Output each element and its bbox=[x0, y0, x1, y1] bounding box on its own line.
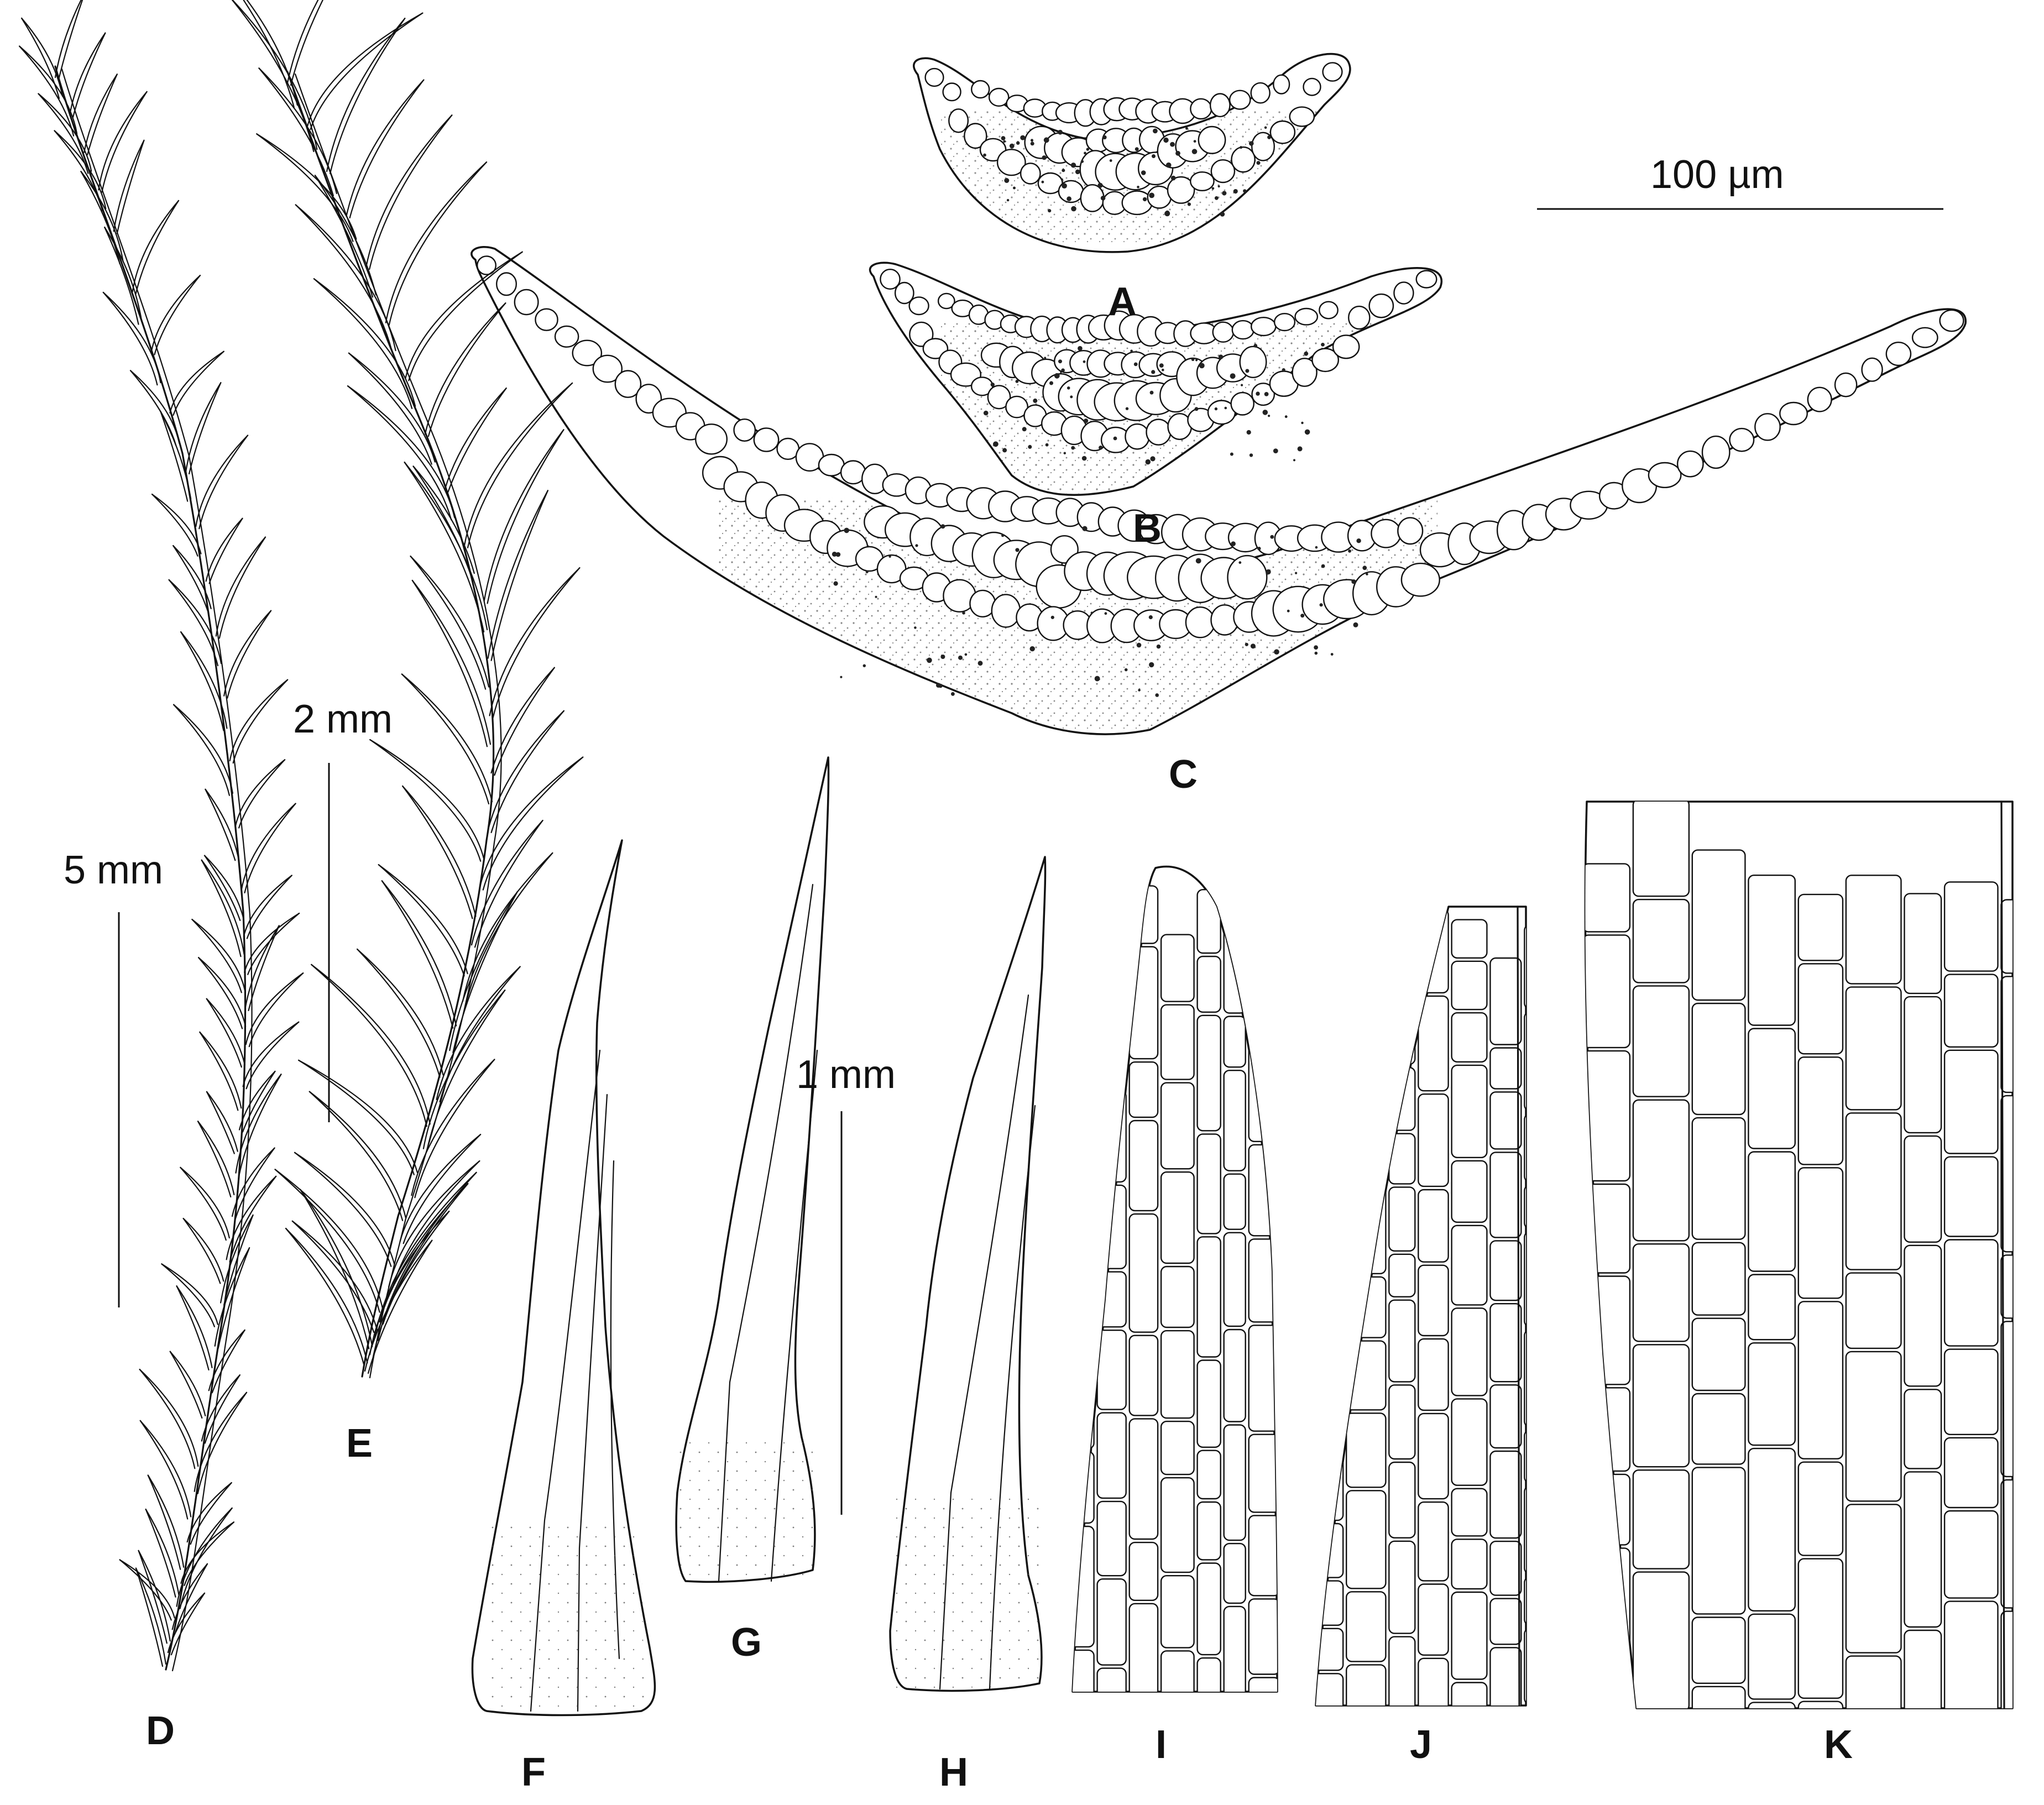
leaf-g bbox=[675, 756, 830, 1583]
section-a bbox=[913, 53, 1351, 253]
panel-label-a: A bbox=[1108, 280, 1137, 324]
section-b bbox=[869, 261, 1442, 496]
scale-bar-1mm: 1 mm bbox=[796, 1053, 896, 1515]
panel-label-h: H bbox=[939, 1750, 968, 1794]
panel-label-g: G bbox=[731, 1620, 762, 1665]
panel-label-d: D bbox=[146, 1709, 175, 1753]
cells-k bbox=[1584, 801, 2014, 1709]
scale-bar-5mm: 5 mm bbox=[64, 848, 163, 1307]
leaf-h bbox=[889, 856, 1047, 1692]
shoot-d bbox=[19, 0, 304, 1672]
panel-label-f: F bbox=[521, 1750, 546, 1794]
scale-label-100um: 100 µm bbox=[1650, 153, 1784, 197]
scale-label-2mm: 2 mm bbox=[293, 697, 393, 741]
panel-label-k: K bbox=[1824, 1723, 1853, 1767]
scale-label-1mm: 1 mm bbox=[796, 1053, 896, 1097]
shoot-e bbox=[231, 0, 584, 1379]
panel-label-b: B bbox=[1133, 506, 1162, 551]
scale-bar-100um: 100 µm bbox=[1537, 153, 1943, 210]
scale-label-5mm: 5 mm bbox=[64, 848, 163, 892]
cells-i bbox=[1071, 865, 1278, 1693]
leaf-f bbox=[471, 839, 656, 1717]
panel-label-i: I bbox=[1156, 1723, 1167, 1767]
panel-label-c: C bbox=[1169, 752, 1198, 797]
panel-label-j: J bbox=[1410, 1723, 1432, 1767]
cells-j bbox=[1315, 906, 1527, 1707]
panel-label-e: E bbox=[346, 1421, 373, 1466]
scale-bar-2mm: 2 mm bbox=[293, 697, 393, 1122]
